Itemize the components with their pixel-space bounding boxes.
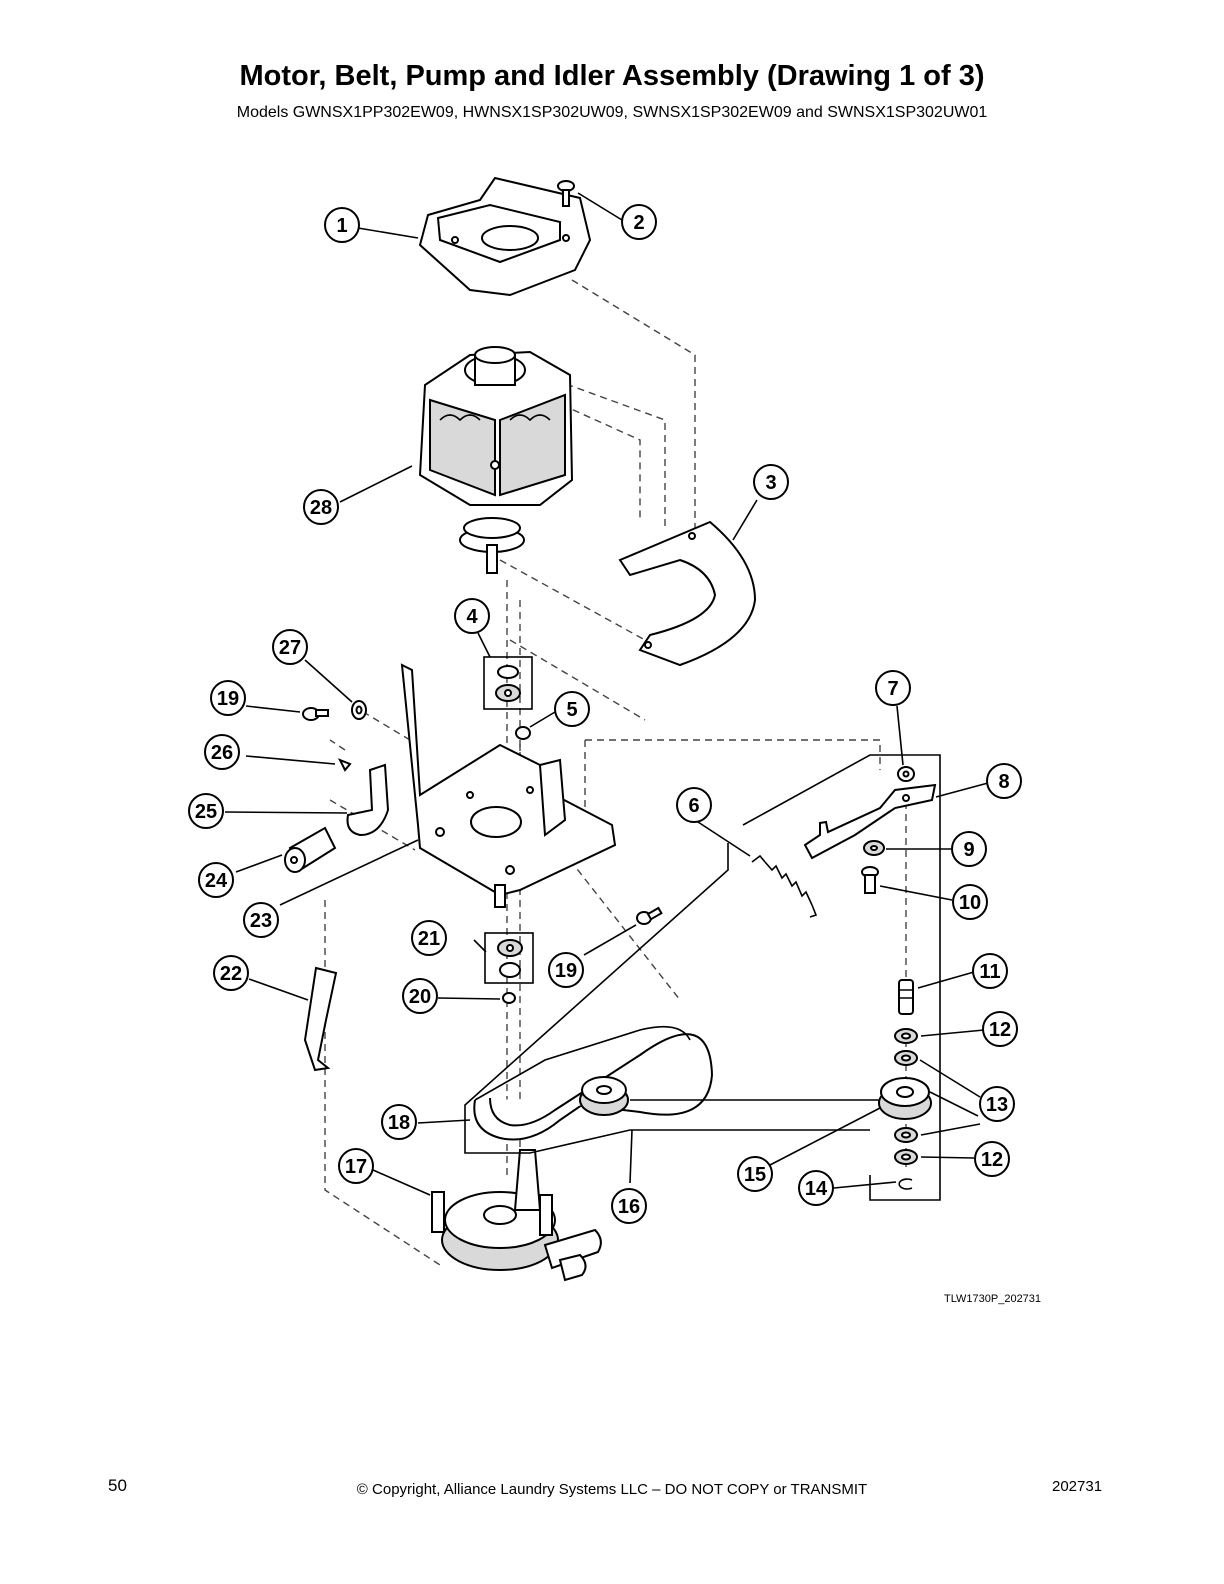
callout-3: 3: [753, 464, 789, 500]
svg-text:12: 12: [981, 1149, 1003, 1171]
nut-lower-drawing: [502, 992, 516, 1004]
clip-drawing: [303, 966, 338, 1072]
screw-right-drawing: [636, 906, 663, 925]
svg-text:3: 3: [765, 472, 776, 494]
mount-kit-upper-drawing: [483, 656, 533, 710]
callout-22: 22: [213, 955, 249, 991]
svg-text:13: 13: [986, 1094, 1008, 1116]
callout-19-right: 19: [548, 952, 584, 988]
capacitor-strap-drawing: [346, 763, 390, 837]
idler-arm-drawing: [803, 783, 937, 860]
page-number: 50: [108, 1476, 127, 1495]
svg-text:6: 6: [688, 795, 699, 817]
callout-15: 15: [737, 1156, 773, 1192]
callout-10: 10: [952, 884, 988, 920]
svg-text:12: 12: [989, 1019, 1011, 1041]
motor-shield-drawing: [618, 520, 757, 667]
idler-nut-drawing: [897, 766, 915, 782]
svg-text:25: 25: [195, 801, 217, 823]
callout-19-left: 19: [210, 680, 246, 716]
callout-20: 20: [402, 978, 438, 1014]
callout-12-lower: 12: [974, 1141, 1010, 1177]
callout-26: 26: [204, 734, 240, 770]
washer-stack-drawing: [894, 1028, 918, 1165]
callout-16: 16: [611, 1188, 647, 1224]
svg-text:7: 7: [887, 678, 898, 700]
leader-lines: [224, 192, 989, 1196]
idler-shaft-drawing: [898, 979, 914, 1015]
callout-27: 27: [272, 629, 308, 665]
callout-13: 13: [979, 1086, 1015, 1122]
callout-2: 2: [621, 204, 657, 240]
callout-14: 14: [798, 1170, 834, 1206]
callout-9: 9: [951, 831, 987, 867]
motor-mount-bracket-drawing: [400, 663, 617, 908]
motor-cover-drawing: [418, 176, 592, 297]
washer-drawing: [863, 840, 885, 856]
retaining-ring-drawing: [898, 1178, 913, 1190]
mount-kit-lower-drawing: [484, 932, 534, 984]
svg-text:8: 8: [998, 771, 1009, 793]
callout-12-upper: 12: [982, 1011, 1018, 1047]
svg-text:2: 2: [633, 212, 644, 234]
idler-spring-drawing: [751, 854, 818, 918]
page-title: Motor, Belt, Pump and Idler Assembly (Dr…: [239, 60, 985, 92]
svg-text:21: 21: [418, 928, 440, 950]
callout-23: 23: [243, 902, 279, 938]
svg-text:4: 4: [466, 606, 478, 628]
callout-5: 5: [554, 691, 590, 727]
document-number: 202731: [1052, 1478, 1103, 1495]
svg-text:5: 5: [566, 699, 577, 721]
svg-text:19: 19: [217, 688, 239, 710]
capacitor-drawing: [284, 826, 337, 873]
drive-belt-drawing: [473, 1025, 714, 1141]
callout-24: 24: [198, 862, 234, 898]
svg-text:16: 16: [618, 1196, 640, 1218]
callout-28: 28: [303, 489, 339, 525]
svg-text:14: 14: [805, 1178, 828, 1200]
washer-left-drawing: [351, 700, 367, 720]
callout-4: 4: [454, 598, 490, 634]
screw-drawing: [557, 180, 575, 207]
svg-text:10: 10: [959, 892, 981, 914]
svg-text:28: 28: [310, 497, 332, 519]
svg-text:27: 27: [279, 637, 301, 659]
callout-6: 6: [676, 787, 712, 823]
callout-18: 18: [381, 1104, 417, 1140]
svg-text:20: 20: [409, 986, 431, 1008]
svg-text:17: 17: [345, 1156, 367, 1178]
svg-text:26: 26: [211, 742, 233, 764]
svg-text:15: 15: [744, 1164, 766, 1186]
svg-text:1: 1: [336, 215, 347, 237]
svg-text:18: 18: [388, 1112, 410, 1134]
screw-small-drawing: [337, 758, 352, 772]
callout-7: 7: [875, 670, 911, 706]
drawing-code: TLW1730P_202731: [944, 1293, 1042, 1305]
motor-drawing: [418, 346, 574, 574]
callout-8: 8: [986, 763, 1022, 799]
svg-text:9: 9: [963, 839, 974, 861]
idler-pulley-drawing: [878, 1077, 932, 1120]
svg-text:24: 24: [205, 870, 228, 892]
pump-drawing: [431, 1149, 602, 1282]
screw-left-drawing: [302, 707, 329, 721]
copyright-notice: © Copyright, Alliance Laundry Systems LL…: [356, 1481, 868, 1498]
pump-pulley-drawing: [579, 1076, 629, 1116]
callout-1: 1: [324, 207, 360, 243]
page-subtitle: Models GWNSX1PP302EW09, HWNSX1SP302UW09,…: [236, 104, 988, 121]
callout-11: 11: [972, 953, 1008, 989]
svg-text:19: 19: [555, 960, 577, 982]
svg-text:11: 11: [979, 961, 1000, 983]
nut-drawing: [515, 726, 531, 740]
callout-17: 17: [338, 1148, 374, 1184]
callout-25: 25: [188, 793, 224, 829]
svg-text:22: 22: [220, 963, 242, 985]
idler-stud-drawing: [861, 866, 879, 894]
callout-21: 21: [411, 920, 447, 956]
svg-text:23: 23: [250, 910, 272, 932]
assembly-frames: [464, 754, 941, 1201]
